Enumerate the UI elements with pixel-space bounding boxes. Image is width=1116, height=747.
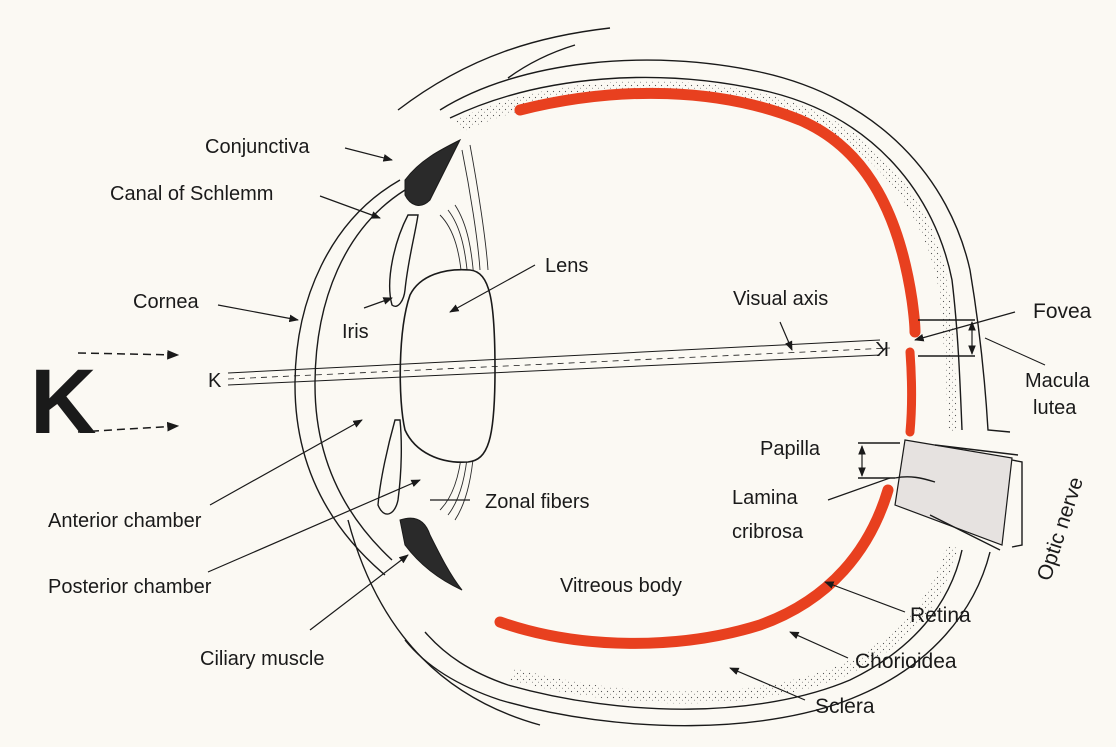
visual-axis-center xyxy=(228,348,890,379)
iris-lower xyxy=(378,420,401,514)
label-macula-line1: Macula xyxy=(1025,370,1090,392)
optic-nerve xyxy=(895,440,1012,545)
leader-iris xyxy=(364,298,392,308)
label-optic-nerve: Optic nerve xyxy=(1033,474,1088,583)
label-lens: Lens xyxy=(545,255,588,277)
ciliary-body-lower xyxy=(400,518,462,590)
label-iris: Iris xyxy=(342,321,369,343)
label-lamina-line2: cribrosa xyxy=(732,521,804,543)
leader-cornea xyxy=(218,305,298,320)
leader-conjunctiva xyxy=(345,148,392,160)
label-ciliary-muscle: Ciliary muscle xyxy=(200,648,324,670)
optic-nerve-bracket xyxy=(1012,460,1022,547)
label-chorioidea: Chorioidea xyxy=(855,650,957,673)
leader-posterior-chamber xyxy=(208,480,420,572)
retina-mid xyxy=(910,352,912,432)
label-sclera: Sclera xyxy=(815,695,875,718)
visual-axis-ray-top xyxy=(228,340,880,373)
label-macula-line2: lutea xyxy=(1033,397,1077,419)
upper-eyelid-line-2 xyxy=(508,45,575,78)
label-conjunctiva: Conjunctiva xyxy=(205,136,310,158)
zonal-fibers-upper xyxy=(440,205,474,280)
leader-chorioidea xyxy=(790,632,848,658)
label-cornea: Cornea xyxy=(133,291,199,313)
leader-retina xyxy=(825,582,905,612)
cornea-inner xyxy=(315,190,405,560)
visual-axis-ray-bottom xyxy=(228,355,880,385)
label-retina: Retina xyxy=(910,604,971,627)
leader-fovea xyxy=(915,312,1015,340)
fiber-lines-top xyxy=(462,145,488,270)
chorioidea-band xyxy=(455,81,957,432)
label-posterior-chamber: Posterior chamber xyxy=(48,576,212,598)
image-letter-k-right: K xyxy=(875,337,889,359)
leader-canal-schlemm xyxy=(320,196,380,218)
leader-ciliary-muscle xyxy=(310,555,408,630)
lens xyxy=(400,270,495,463)
object-letter-k: K xyxy=(30,351,96,453)
label-visual-axis: Visual axis xyxy=(733,288,828,310)
ciliary-body-upper xyxy=(405,140,460,205)
label-anterior-chamber: Anterior chamber xyxy=(48,510,202,532)
leader-macula xyxy=(985,338,1045,365)
papilla-bracket xyxy=(858,443,900,478)
label-vitreous-body: Vitreous body xyxy=(560,575,682,597)
retina-upper xyxy=(520,93,915,332)
label-zonal-fibers: Zonal fibers xyxy=(485,491,590,513)
label-lamina-line1: Lamina xyxy=(732,487,798,509)
label-papilla: Papilla xyxy=(760,438,821,460)
label-canal-of-schlemm: Canal of Schlemm xyxy=(110,183,273,205)
leader-visual-axis xyxy=(780,322,792,350)
label-fovea: Fovea xyxy=(1033,300,1092,323)
image-letter-k-left: K xyxy=(208,370,222,392)
retina-lower xyxy=(500,490,888,643)
